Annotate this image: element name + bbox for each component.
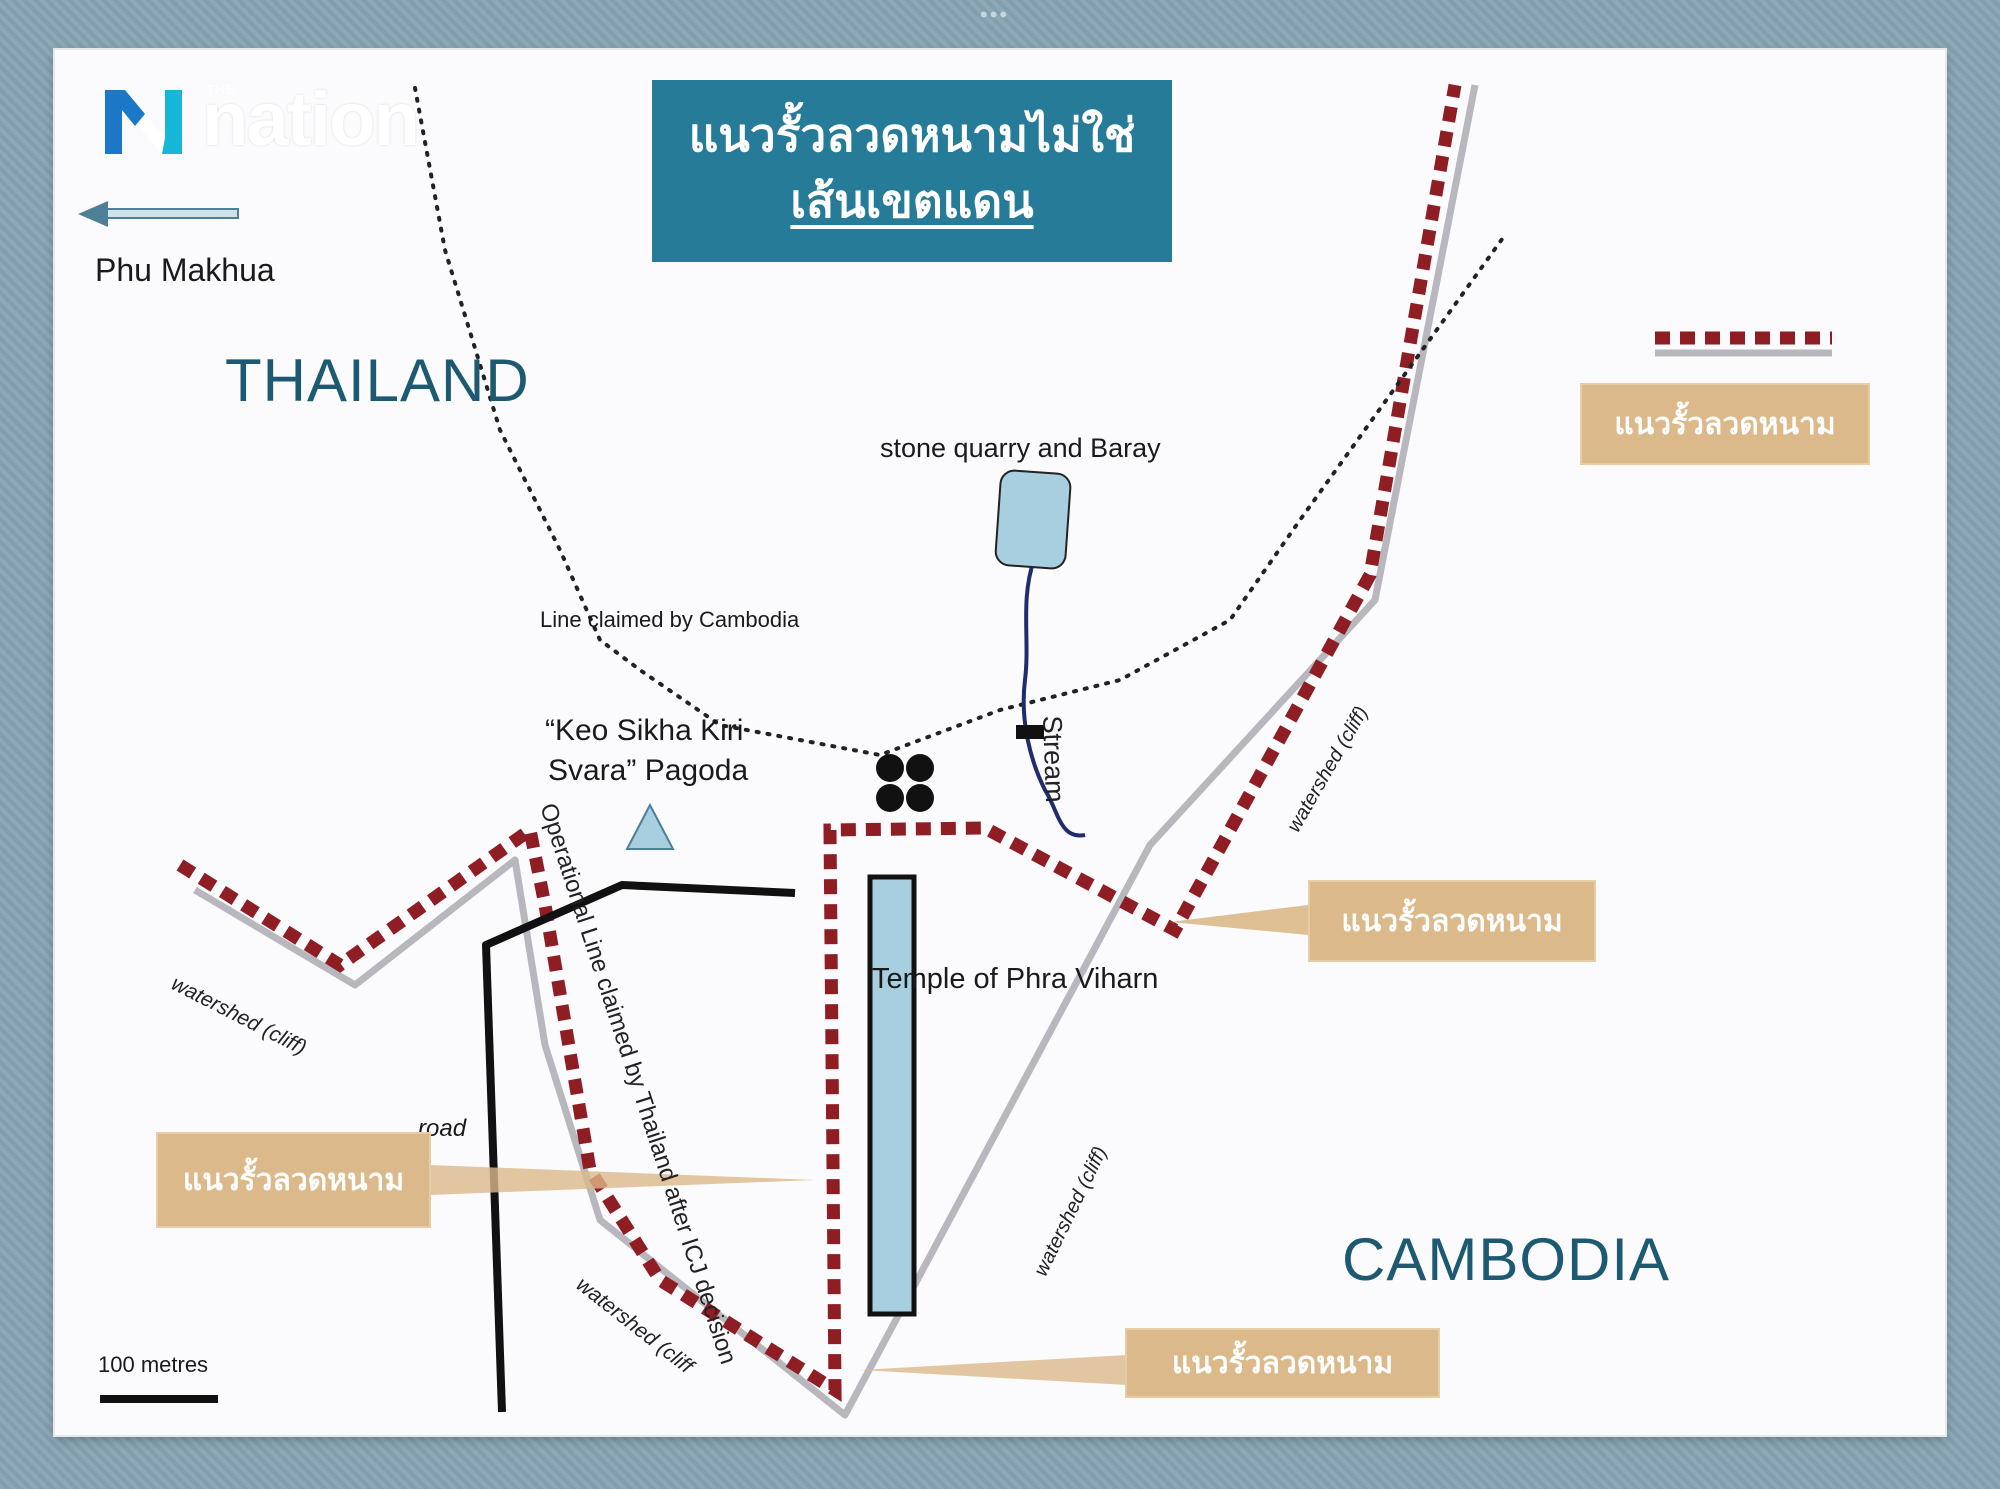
title-line1: แนวรั้วลวดหนามไม่ใช่ bbox=[688, 108, 1136, 162]
temple-rect bbox=[867, 874, 917, 1317]
title-box: แนวรั้วลวดหนามไม่ใช่ เส้นเขตแดน bbox=[652, 80, 1172, 262]
callout-pointer-right bbox=[1170, 905, 1308, 935]
watershed-line-left bbox=[193, 84, 1479, 1419]
stream-marker-icon bbox=[1016, 725, 1044, 739]
phu-makhua-arrow-icon bbox=[78, 201, 239, 227]
fence-tag-right: แนวรั้วลวดหนาม bbox=[1308, 880, 1596, 962]
baray-pond bbox=[994, 469, 1072, 570]
brand-logo: THE nation bbox=[100, 82, 420, 158]
ruins-symbol-icon bbox=[876, 754, 934, 812]
scale-label: 100 metres bbox=[98, 1352, 209, 1377]
logo-n-icon bbox=[105, 90, 182, 154]
thailand-label: THAILAND bbox=[225, 347, 530, 414]
callout-pointer-left bbox=[430, 1165, 815, 1195]
stream-label: Stream bbox=[1037, 715, 1071, 804]
title-line2: เส้นเขตแดน bbox=[790, 174, 1034, 228]
legend-fence-tag: แนวรั้วลวดหนาม bbox=[1580, 383, 1870, 465]
logo-word: nation bbox=[202, 77, 420, 162]
cambodia-label: CAMBODIA bbox=[1342, 1226, 1671, 1293]
pagoda-label-line2: Svara” Pagoda bbox=[548, 754, 749, 787]
callout-pointer-bottom bbox=[860, 1355, 1127, 1385]
temple-label: Temple of Phra Viharn bbox=[872, 963, 1159, 995]
pagoda-label-line1: “Keo Sikha Kiri bbox=[545, 714, 744, 747]
fence-tag-left: แนวรั้วลวดหนาม bbox=[156, 1132, 431, 1228]
fence-line-left bbox=[176, 83, 1462, 1402]
pagoda-triangle-icon bbox=[625, 802, 675, 850]
cambodia-claim-label: Line claimed by Cambodia bbox=[540, 607, 800, 632]
window-handle-icon: ••• bbox=[980, 2, 1010, 27]
phu-makhua-label: Phu Makhua bbox=[95, 252, 275, 288]
stone-quarry-label: stone quarry and Baray bbox=[880, 433, 1161, 463]
stream-line bbox=[1021, 559, 1086, 838]
cambodia-claim-line bbox=[413, 86, 1507, 758]
fence-tag-bottom: แนวรั้วลวดหนาม bbox=[1125, 1328, 1440, 1398]
logo-the-text: THE bbox=[206, 82, 235, 97]
